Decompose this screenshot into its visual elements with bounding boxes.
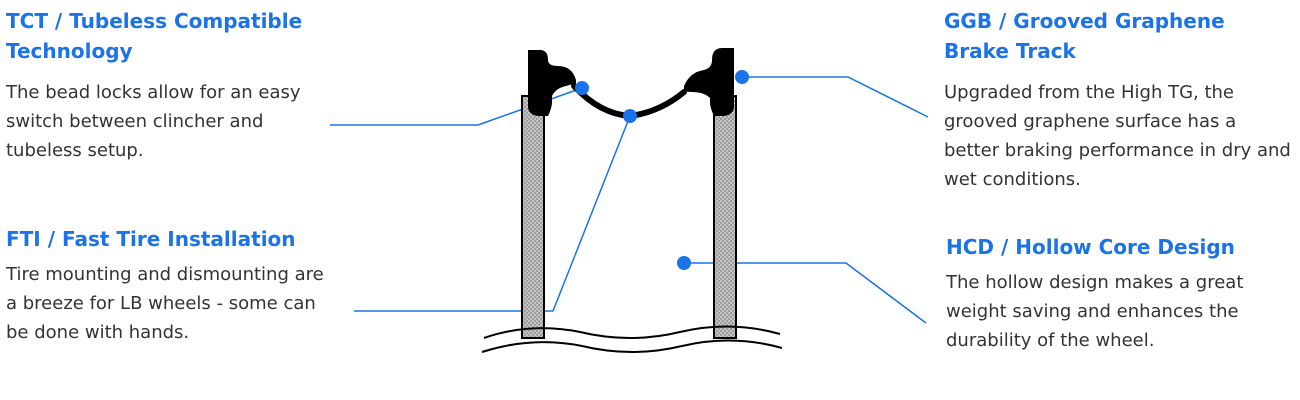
feature-title: GGB / Grooved Graphene Brake Track [944,9,1225,63]
tct-marker-dot [575,81,589,95]
feature-title: TCT / Tubeless Compatible Technology [6,9,303,63]
fti-leader-line [354,115,631,312]
hcd-marker-dot [677,256,691,270]
feature-fti: FTI / Fast Tire Installation Tire mounti… [6,224,336,347]
feature-description: Tire mounting and dismounting are a bree… [6,264,324,343]
feature-tct: TCT / Tubeless Compatible Technology The… [6,6,336,165]
feature-ggb: GGB / Grooved Graphene Brake Track Upgra… [944,6,1294,194]
rim-base-wave [481,339,783,353]
fti-marker-dot [623,109,637,123]
left-rim-wall [521,50,576,339]
ggb-marker-dot [735,70,749,84]
feature-title: FTI / Fast Tire Installation [6,227,296,251]
feature-hcd: HCD / Hollow Core Design The hollow desi… [946,232,1286,355]
feature-title: HCD / Hollow Core Design [946,235,1235,259]
right-rim-wall [684,48,737,339]
feature-description: The bead locks allow for an easy switch … [6,82,301,161]
rim-base-wave [483,325,781,339]
feature-description: The hollow design makes a great weight s… [946,272,1244,351]
ggb-leader-line [742,76,929,118]
hcd-leader-line [684,262,927,324]
feature-description: Upgraded from the High TG, the grooved g… [944,82,1291,190]
